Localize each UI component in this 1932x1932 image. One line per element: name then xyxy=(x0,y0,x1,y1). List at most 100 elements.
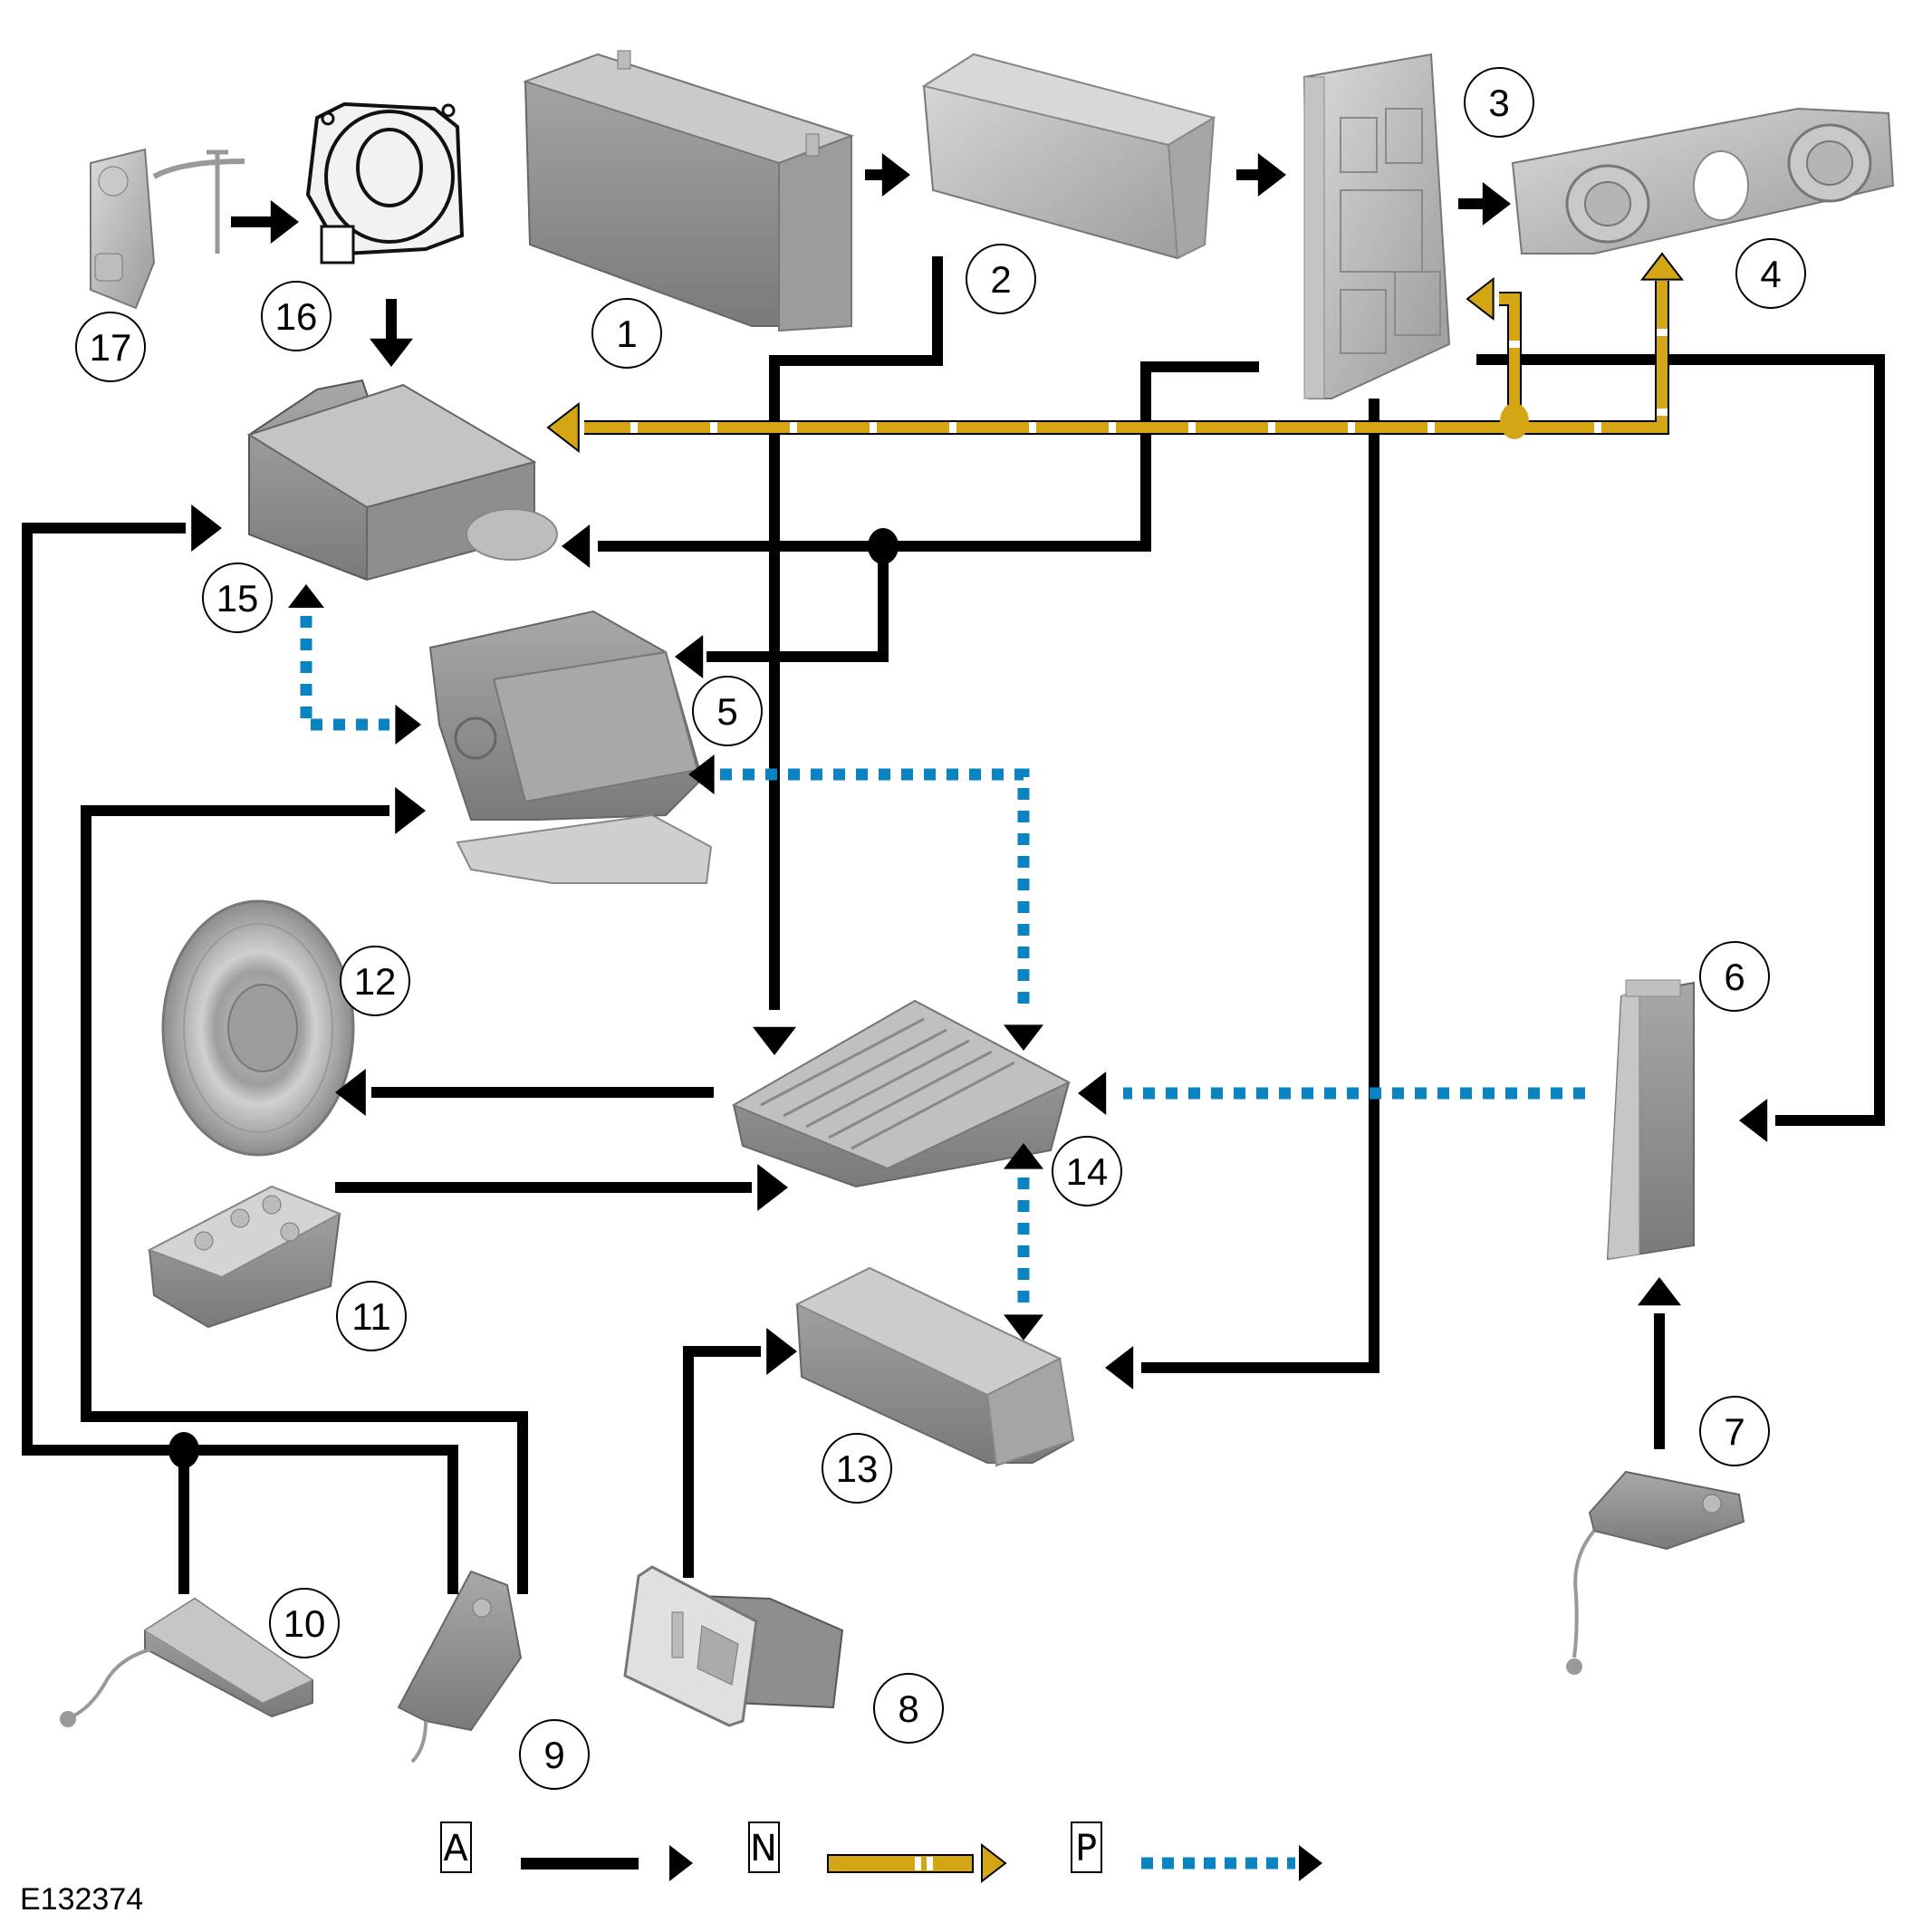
callout-number: 8 xyxy=(898,1687,918,1730)
arrow-head-icon xyxy=(1004,1143,1043,1169)
most-14-to-5 xyxy=(720,768,1030,1014)
arrow-head-icon xyxy=(1739,1099,1768,1142)
callout-6: 6 xyxy=(1699,941,1770,1012)
junction-dot xyxy=(868,528,899,564)
callout-number: 15 xyxy=(216,577,259,620)
callout-circle xyxy=(692,676,763,746)
component-13-media-interface-module xyxy=(794,1266,1075,1467)
can-bus-connections xyxy=(546,252,1685,454)
callout-number: 11 xyxy=(351,1295,391,1338)
arrow-head-icon xyxy=(753,1026,796,1055)
callout-number: 14 xyxy=(1066,1150,1109,1193)
callout-13: 13 xyxy=(822,1433,892,1504)
callout-17: 17 xyxy=(75,312,146,382)
callout-14: 14 xyxy=(1052,1136,1122,1206)
legend-key-A: A xyxy=(443,1828,468,1870)
wire-8-to-13 xyxy=(683,1346,761,1578)
callout-number: 5 xyxy=(716,690,737,733)
can-bus-junction xyxy=(1500,403,1529,439)
component-2-battery-junction-box xyxy=(921,53,1216,260)
callout-circle xyxy=(340,946,410,1016)
callout-circle xyxy=(966,244,1036,314)
component-8-usb-aux-port xyxy=(623,1565,844,1727)
callout-10: 10 xyxy=(269,1588,340,1658)
component-11-audio-control-switch xyxy=(147,1185,342,1329)
wire-2-to-14 xyxy=(769,256,943,1010)
arrow-head-icon xyxy=(1004,1314,1043,1341)
legend-line-N xyxy=(827,1854,974,1873)
component-12-speaker xyxy=(161,899,355,1157)
component-6-telematics-module xyxy=(1606,979,1695,1261)
callout-5: 5 xyxy=(692,676,763,746)
callout-1: 1 xyxy=(591,298,662,369)
wire-3-to-15 xyxy=(598,361,1259,552)
legend-line-A xyxy=(521,1858,639,1870)
arrow-head-icon xyxy=(688,755,715,794)
wire-3-to-13 xyxy=(1141,399,1379,1373)
arrow-head-icon xyxy=(1639,252,1685,281)
callout-circle xyxy=(1735,238,1806,309)
arrow-head-icon xyxy=(395,787,426,834)
legend-key-N: N xyxy=(750,1828,777,1870)
callout-number: 1 xyxy=(616,312,637,355)
legend: A N P xyxy=(440,1821,1322,1884)
legend-item-P: P xyxy=(1071,1821,1102,1873)
callout-number: 12 xyxy=(354,960,397,1003)
callout-number: 17 xyxy=(90,326,132,369)
callout-4: 4 xyxy=(1735,238,1806,309)
callout-number: 2 xyxy=(990,258,1011,301)
wire-10-to-15 xyxy=(22,523,458,1594)
wire-9-to-5 xyxy=(81,805,528,1594)
component-10-radio-antenna-module xyxy=(60,1597,314,1727)
arrow-head-icon xyxy=(757,1164,788,1211)
callout-circle xyxy=(202,562,273,633)
arrow-head-icon xyxy=(546,401,580,454)
callout-number: 7 xyxy=(1724,1410,1745,1453)
arrow-head-icon xyxy=(1466,276,1495,322)
callout-circle xyxy=(519,1719,590,1790)
callout-circle xyxy=(591,298,662,369)
callout-9: 9 xyxy=(519,1719,590,1790)
legend-item-A: A xyxy=(440,1821,472,1873)
arrow-head-icon xyxy=(335,1069,366,1116)
legend-key-P: P xyxy=(1075,1828,1097,1870)
callout-8: 8 xyxy=(873,1673,944,1744)
arrow-head-icon xyxy=(1638,1277,1681,1306)
component-5-touch-screen-module xyxy=(428,610,713,884)
component-15-audio-head-unit xyxy=(246,379,558,582)
most-5-to-15 xyxy=(300,616,389,731)
callout-circle xyxy=(75,312,146,382)
callout-circle xyxy=(261,281,332,351)
arrow-head-icon xyxy=(669,1845,693,1881)
callout-number: 13 xyxy=(836,1447,879,1490)
arrow-head-icon xyxy=(881,153,910,197)
callout-number: 10 xyxy=(284,1602,326,1645)
junction-dot xyxy=(168,1432,199,1468)
arrow-head-icon xyxy=(1105,1346,1134,1389)
arrow-head-icon xyxy=(562,524,591,568)
callout-2: 2 xyxy=(966,244,1036,314)
figure-id: E132374 xyxy=(20,1882,144,1917)
arrow-head-icon xyxy=(288,584,324,608)
legend-line-N-dash xyxy=(927,1857,933,1870)
callout-circle xyxy=(1699,941,1770,1012)
component-1-battery xyxy=(522,50,855,332)
callout-11: 11 xyxy=(336,1281,407,1351)
arrow-head-icon xyxy=(675,635,704,678)
callout-circle xyxy=(873,1673,944,1744)
callout-number: 4 xyxy=(1760,253,1781,295)
callout-circle xyxy=(1699,1396,1770,1466)
arrow-head-icon xyxy=(1257,153,1286,197)
callout-circle xyxy=(336,1281,407,1351)
callout-number: 6 xyxy=(1724,956,1745,998)
callout-circle xyxy=(269,1588,340,1658)
callout-number: 9 xyxy=(543,1734,564,1776)
wire-3-to-6 xyxy=(1476,354,1885,1126)
wire-junction-to-5 xyxy=(706,546,889,662)
arrow-head-icon xyxy=(1299,1845,1322,1881)
component-4-climate-control-panel xyxy=(1511,107,1895,255)
arrow-head-icon xyxy=(766,1328,797,1375)
callout-number: 3 xyxy=(1488,82,1509,124)
hardwired-connections xyxy=(22,153,1885,1594)
